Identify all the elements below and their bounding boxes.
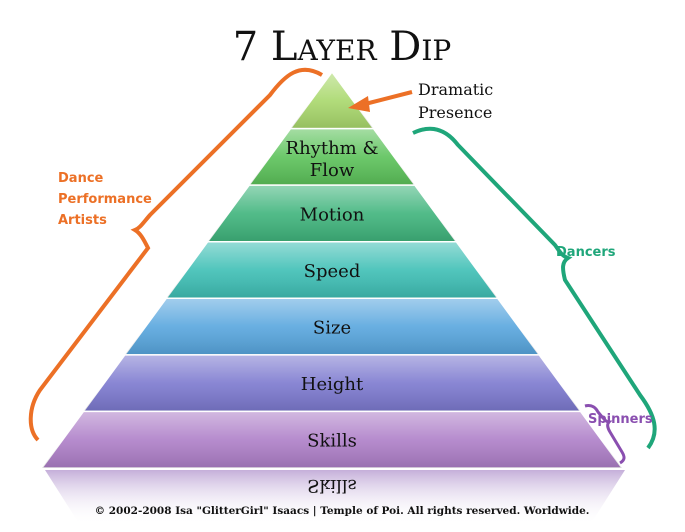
layer-shine [249,128,415,186]
dancers-label: Dancers [556,245,616,260]
layer-shine [166,241,498,299]
diagram-title: 7 Layer Dip [233,24,452,70]
layer-label: Size [313,318,351,339]
pyramid-layer-3: Motion [206,184,458,243]
arrow-head-icon [348,96,370,112]
pyramid-layer-6: Height [81,354,583,413]
layer-shine [83,354,581,412]
layer-shine [290,72,374,129]
dramatic-presence-label-2: Presence [418,103,492,122]
arrow-line [364,90,413,106]
pyramid-reflection [45,470,625,525]
dancers-brace [412,126,657,450]
dance-label-2: Performance [58,192,152,207]
spinners-brace [584,404,626,465]
layer-shine [42,411,622,468]
dramatic-presence-label: Dramatic [418,80,493,99]
pyramid-layer-4: Speed [164,240,500,300]
layer-label: Skills [307,431,357,452]
copyright-text: © 2002-2008 Isa "GlitterGirl" Isaacs | T… [95,505,590,517]
layer-shine [124,298,540,355]
dance-label-1: Dance [58,171,104,186]
reflection-text: Skills [307,475,357,496]
layer-label: Rhythm & [286,138,379,159]
dance-performance-brace [28,67,324,442]
layer-shine [207,185,457,242]
layer-label: Flow [310,160,355,181]
layer-label: Height [301,374,364,395]
pyramid-layer-2: Rhythm &Flow [247,127,417,186]
pyramid-layer-5: Size [123,297,541,356]
spinners-label: Spinners [588,412,653,427]
layer-label: Speed [304,261,361,282]
layer-label: Motion [300,204,365,225]
dance-label-3: Artists [58,213,107,228]
pyramid-layer-7: Skills [40,410,624,469]
